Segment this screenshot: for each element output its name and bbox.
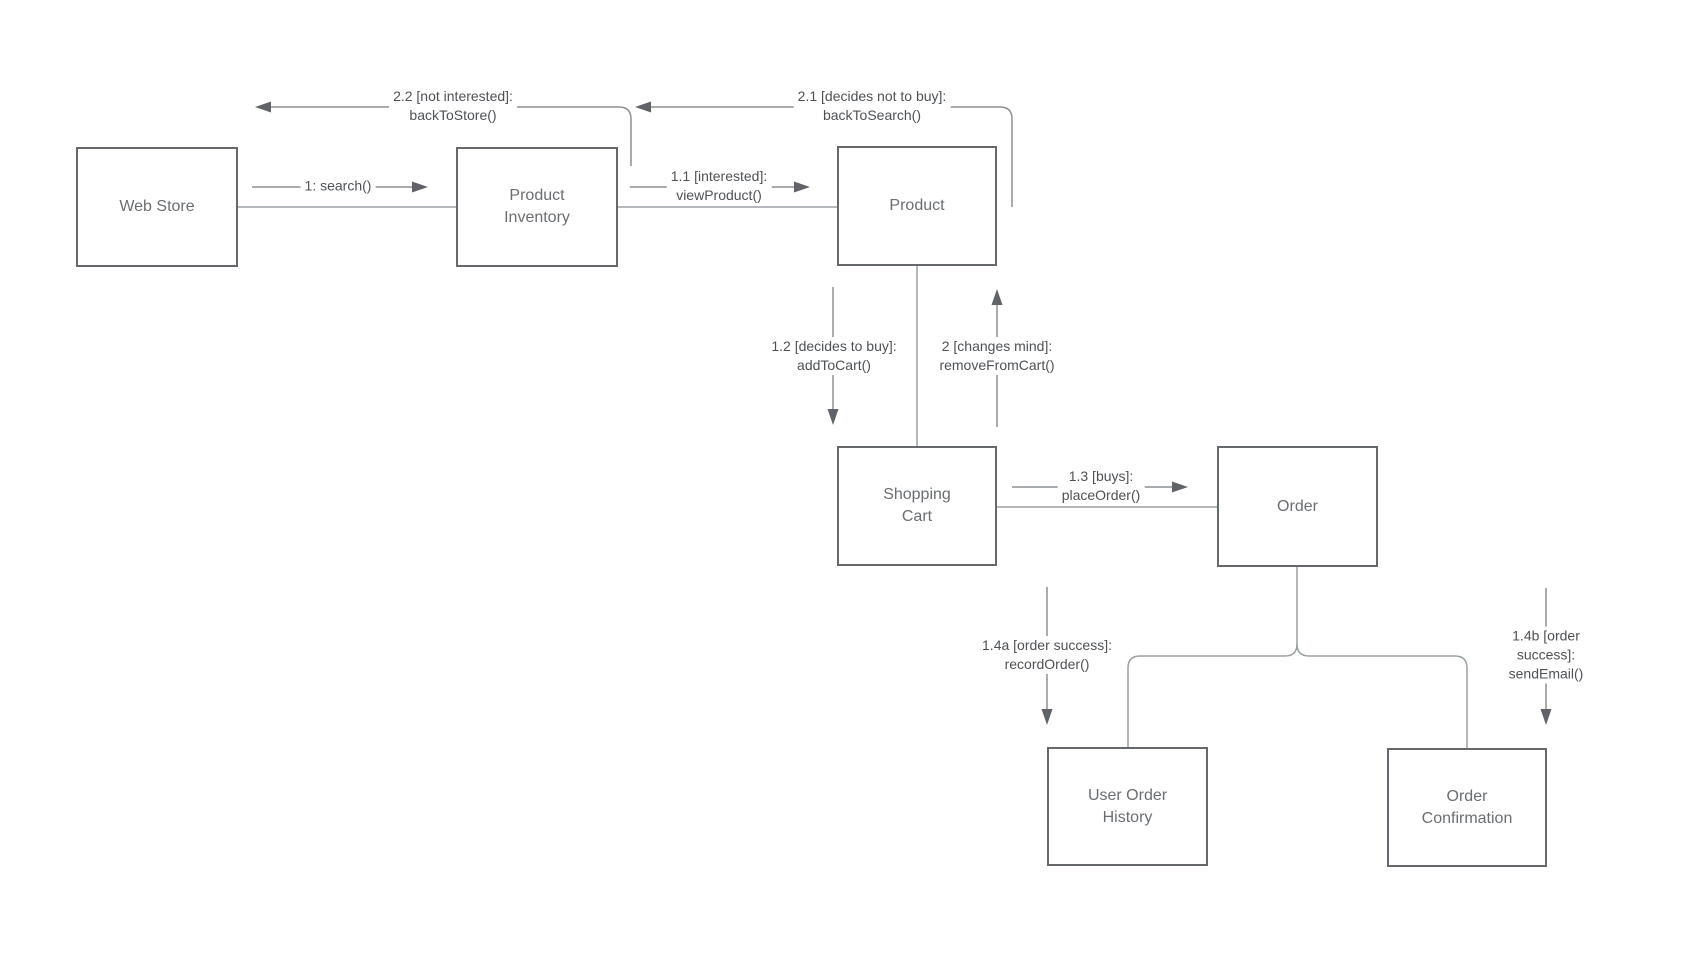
arrow-back-to-store [255, 101, 632, 166]
edge-label-send-email: 1.4b [order success]: sendEmail() [1478, 626, 1614, 684]
connector-order-orderconfirmation [1296, 643, 1468, 748]
edge-label-back-to-search: 2.1 [decides not to buy]: backToSearch() [793, 87, 951, 125]
node-web-store: Web Store [76, 147, 238, 267]
node-product: Product [837, 146, 997, 266]
arrowhead-search [412, 181, 428, 193]
node-user-order-history: User Order History [1047, 747, 1208, 866]
node-product-inventory: Product Inventory [456, 147, 618, 267]
arrowhead-back-to-search [635, 101, 651, 113]
arrowhead-view-product [794, 181, 810, 193]
edge-label-back-to-store: 2.2 [not interested]: backToStore() [389, 87, 517, 125]
edge-label-place-order: 1.3 [buys]: placeOrder() [1057, 467, 1145, 505]
arrowhead-record-order [1041, 709, 1053, 725]
edge-label-remove-from-cart: 2 [changes mind]: removeFromCart() [935, 337, 1059, 375]
node-shopping-cart: Shopping Cart [837, 446, 997, 566]
connector-order-userorderhistory [1127, 643, 1298, 747]
edge-label-add-to-cart: 1.2 [decides to buy]: addToCart() [767, 337, 901, 375]
arrowhead-place-order [1172, 481, 1188, 493]
node-order: Order [1217, 446, 1378, 567]
edge-label-record-order: 1.4a [order success]: recordOrder() [978, 636, 1116, 674]
arrow-back-to-search [635, 101, 1013, 207]
arrowhead-back-to-store [255, 101, 271, 113]
edge-label-view-product: 1.1 [interested]: viewProduct() [666, 167, 772, 205]
edge-label-search: 1: search() [300, 176, 376, 196]
arrowhead-send-email [1540, 709, 1552, 725]
node-order-confirmation: Order Confirmation [1387, 748, 1547, 867]
arrowhead-add-to-cart [827, 409, 839, 425]
arrowhead-remove-from-cart [991, 289, 1003, 305]
